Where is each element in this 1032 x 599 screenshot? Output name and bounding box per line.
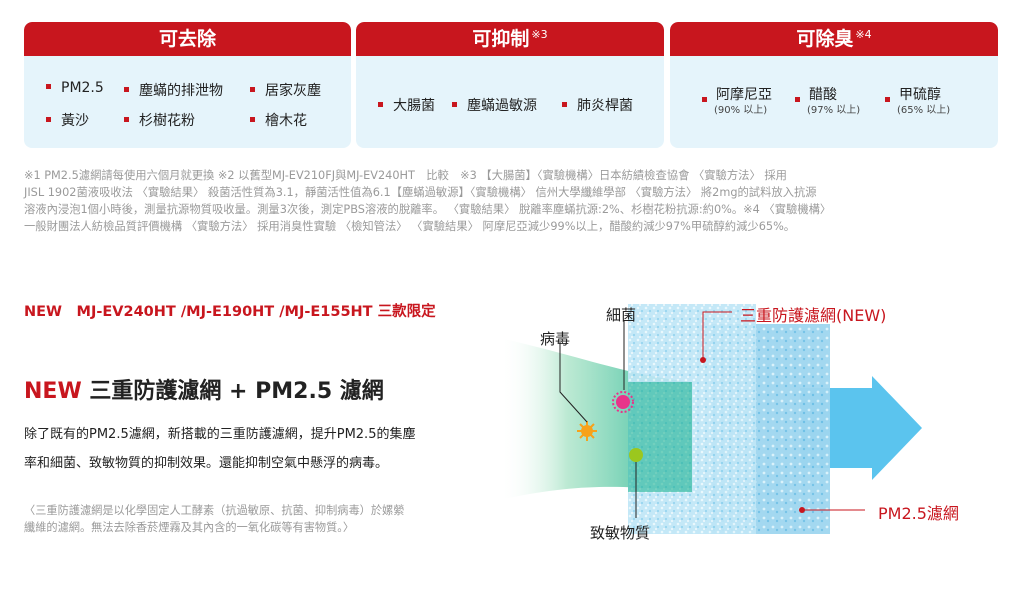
- airflow-arrow: [800, 376, 922, 480]
- odor-name: 阿摩尼亞: [716, 87, 772, 103]
- panel-title: 可除臭※4: [670, 22, 998, 56]
- list-item: 杉樹花粉: [124, 110, 195, 130]
- note-line: 溶液內浸泡1個小時後，測量抗源物質吸收量。測量3次後，測定PBS溶液的脫離率。 …: [24, 203, 832, 216]
- note-line: JISL 1902菌液吸收法 〈實驗結果〉 殺菌活性質為3.1，靜菌活性值為6.…: [24, 186, 817, 199]
- list-item: 甲硫醇 (65% 以上): [885, 86, 950, 118]
- odor-rate: (90% 以上): [714, 105, 768, 116]
- allergen-icon: [629, 448, 643, 462]
- bacteria-icon: [612, 391, 634, 413]
- filter-footnote: 〈三重防護濾網是以化學固定人工酵素（抗過敏原、抗菌、抑制病毒）於嫘縈 纖維的濾網…: [24, 502, 404, 536]
- list-item: 大腸菌: [378, 95, 435, 115]
- odor-name: 甲硫醇: [899, 87, 941, 103]
- triple-filter-label: 三重防護濾網(NEW): [740, 306, 887, 325]
- panel-removable: 可去除 PM2.5 塵蟎的排泄物 居家灰塵 黃沙 杉樹花粉 檜木花: [24, 22, 351, 148]
- new-tag: NEW: [24, 379, 82, 404]
- odor-rate: (97% 以上): [807, 105, 861, 116]
- footnote-line: 纖維的濾網。無法去除香菸煙霧及其內含的一氧化碳等有害物質。〉: [24, 521, 355, 534]
- filter-diagram: 病毒 細菌 致敏物質 三重防護濾網(NEW) PM2.5濾網: [500, 290, 1020, 560]
- list-item: 檜木花: [250, 110, 307, 130]
- list-item: 居家灰塵: [250, 80, 321, 100]
- note-line: 一般財團法人紡檢品質評價機構 〈實驗方法〉 採用消臭性實驗 〈檢知管法〉 〈實驗…: [24, 220, 796, 233]
- list-item: 醋酸 (97% 以上): [795, 86, 860, 118]
- note-line: ※1 PM2.5濾網請每使用六個月就更換 ※2 以舊型MJ-EV210FJ與MJ…: [24, 169, 787, 182]
- list-item: 塵蟎的排泄物: [124, 80, 223, 100]
- panel-title: 可抑制※3: [356, 22, 664, 56]
- bacteria-label: 細菌: [606, 306, 637, 324]
- panel-deodorize: 可除臭※4 阿摩尼亞 (90% 以上) 醋酸 (97% 以上) 甲硫醇 (65%…: [670, 22, 998, 148]
- list-item: 塵蟎過敏源: [452, 95, 537, 115]
- list-item: PM2.5: [46, 80, 104, 96]
- limited-models: NEW MJ-EV240HT /MJ-E190HT /MJ-E155HT 三款限…: [24, 304, 436, 320]
- panel-title: 可去除: [24, 22, 351, 56]
- filter-illustration: [500, 304, 922, 534]
- odor-name: 醋酸: [809, 87, 837, 103]
- virus-label: 病毒: [540, 330, 571, 348]
- description: 除了既有的PM2.5濾網，新搭載的三重防護濾網，提升PM2.5的集塵 率和細菌、…: [24, 420, 494, 478]
- virus-icon: [577, 421, 597, 441]
- list-item: 阿摩尼亞 (90% 以上): [702, 86, 772, 118]
- headline-text: 三重防護濾網 + PM2.5 濾網: [89, 379, 384, 404]
- description-line: 率和細菌、致敏物質的抑制效果。還能抑制空氣中懸浮的病毒。: [24, 456, 389, 471]
- pm25-filter-label: PM2.5濾網: [878, 504, 959, 523]
- description-line: 除了既有的PM2.5濾網，新搭載的三重防護濾網，提升PM2.5的集塵: [24, 427, 416, 442]
- test-notes: ※1 PM2.5濾網請每使用六個月就更換 ※2 以舊型MJ-EV210FJ與MJ…: [24, 167, 1004, 235]
- note-mark: ※4: [855, 28, 872, 41]
- note-mark: ※3: [531, 28, 548, 41]
- list-item: 肺炎桿菌: [562, 95, 633, 115]
- section-headline: NEW 三重防護濾網 + PM2.5 濾網: [24, 373, 384, 405]
- allergen-label: 致敏物質: [590, 524, 651, 542]
- panel-suppressible: 可抑制※3 大腸菌 塵蟎過敏源 肺炎桿菌: [356, 22, 664, 148]
- list-item: 黃沙: [46, 110, 89, 130]
- odor-rate: (65% 以上): [897, 105, 951, 116]
- footnote-line: 〈三重防護濾網是以化學固定人工酵素（抗過敏原、抗菌、抑制病毒）於嫘縈: [24, 504, 405, 517]
